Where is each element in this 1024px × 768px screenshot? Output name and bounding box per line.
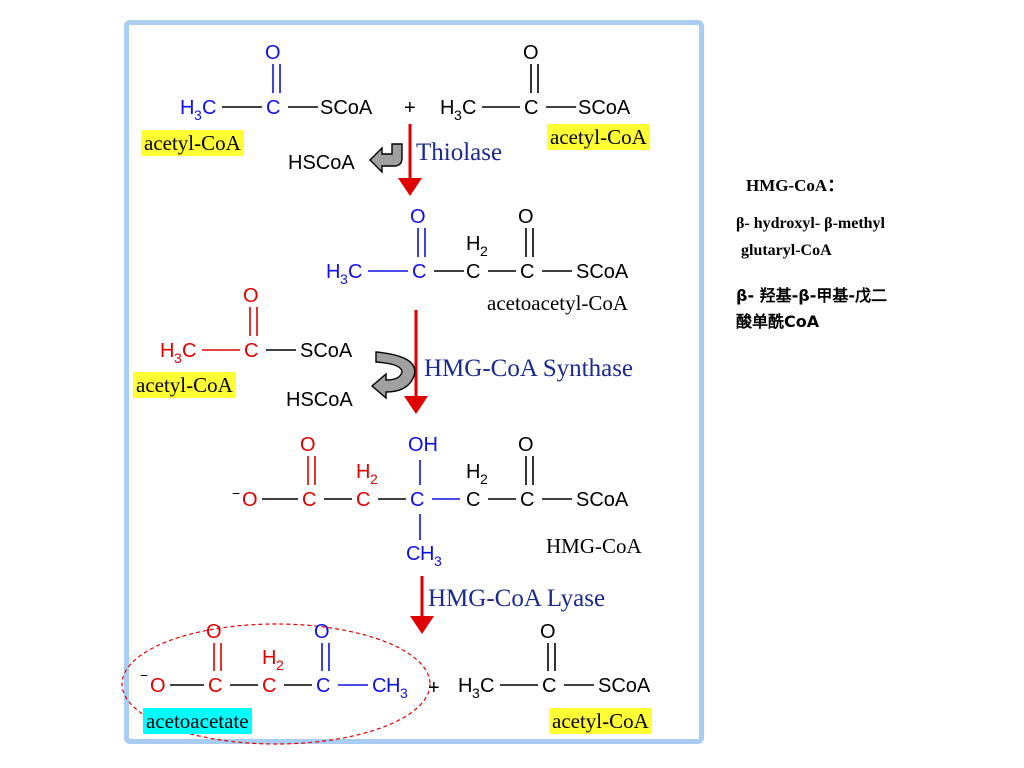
- curved-release-arrow: [369, 143, 403, 174]
- atom-h: H: [262, 647, 276, 669]
- atom-c: C: [406, 543, 420, 565]
- atom-h: H: [466, 461, 480, 483]
- atom-o: O: [242, 489, 258, 511]
- atom-o: O: [540, 621, 556, 643]
- atom-oh: OH: [408, 434, 438, 456]
- note-english-line-1: β- hydroxyl- β-methyl: [736, 215, 885, 232]
- subscript-3: 3: [340, 271, 348, 287]
- arrowhead: [398, 178, 422, 196]
- atom-h: H: [420, 543, 434, 565]
- subscript-2: 2: [480, 243, 488, 259]
- atom-c: C: [356, 489, 370, 511]
- reactant-acetyl-coa-1: H 3 C C O SCoA: [180, 42, 373, 123]
- atom-c: C: [202, 97, 216, 119]
- atom-c: C: [266, 97, 280, 119]
- note-english-line-2: glutaryl-CoA: [741, 242, 832, 259]
- atom-h: H: [458, 675, 472, 697]
- note-chinese-line-1: β- 羟基-β-甲基-戊二: [736, 286, 888, 305]
- plus-sign: +: [428, 677, 440, 699]
- atom-h: H: [440, 97, 454, 119]
- enzyme-hmg-coa-lyase: HMG-CoA Lyase: [428, 585, 606, 612]
- atom-o: O: [518, 206, 534, 228]
- atom-h: H: [466, 233, 480, 255]
- atom-o: O: [150, 675, 166, 697]
- note-chinese-line-2: 酸单酰CoA: [736, 312, 820, 331]
- acetoacetyl-coa-structure: H 3 C C O H 2 C C O SCoA: [326, 206, 629, 287]
- atom-o: O: [300, 434, 316, 456]
- acetoacetate-highlight-ellipse: [121, 623, 431, 745]
- note-title: HMG-CoA：: [746, 176, 845, 195]
- product-acetyl-coa: H 3 C C O SCoA: [458, 621, 651, 701]
- atom-c: C: [520, 261, 534, 283]
- atom-h: H: [180, 97, 194, 119]
- atom-scoa: SCoA: [578, 97, 631, 119]
- minus-charge: −: [232, 485, 240, 501]
- atom-o: O: [243, 285, 259, 307]
- atom-c: C: [244, 340, 258, 362]
- atom-o: O: [206, 621, 222, 643]
- atom-c: C: [466, 261, 480, 283]
- minus-charge: −: [140, 667, 148, 683]
- atom-o: O: [410, 206, 426, 228]
- acetoacetate-structure: − O C O H 2 C C O C H 3: [140, 621, 408, 701]
- subscript-2: 2: [276, 657, 284, 673]
- reactant-acetyl-coa-3: H 3 C C O SCoA: [160, 285, 353, 366]
- atom-scoa: SCoA: [320, 97, 373, 119]
- label-acetoacetate: acetoacetate: [143, 708, 252, 734]
- atom-scoa: SCoA: [576, 261, 629, 283]
- label-acetyl-coa: acetyl-CoA: [133, 372, 236, 398]
- subscript-3: 3: [174, 350, 182, 366]
- label-acetoacetyl-coa: acetoacetyl-CoA: [487, 291, 629, 315]
- atom-c: C: [462, 97, 476, 119]
- subscript-2: 2: [370, 471, 378, 487]
- hmg-coa-structure: − O C O H 2 C C OH C H 3 H 2 C C O SCoA: [232, 434, 629, 569]
- hscoa-label: HSCoA: [288, 152, 355, 174]
- label-hmg-coa: HMG-CoA: [546, 534, 642, 558]
- subscript-3: 3: [454, 107, 462, 123]
- curved-arrow-synthase: [370, 351, 416, 400]
- subscript-2: 2: [480, 471, 488, 487]
- arrowhead: [404, 396, 428, 414]
- label-acetyl-coa: acetyl-CoA: [547, 124, 650, 150]
- arrowhead: [410, 616, 434, 634]
- atom-h: H: [386, 675, 400, 697]
- atom-c: C: [480, 675, 494, 697]
- atom-c: C: [208, 675, 222, 697]
- atom-c: C: [520, 489, 534, 511]
- atom-scoa: SCoA: [598, 675, 651, 697]
- subscript-3: 3: [434, 553, 442, 569]
- plus-sign: +: [404, 97, 416, 119]
- subscript-3: 3: [472, 685, 480, 701]
- atom-o: O: [523, 42, 539, 64]
- atom-o: O: [314, 621, 330, 643]
- atom-c: C: [466, 489, 480, 511]
- subscript-3: 3: [400, 685, 408, 701]
- atom-c: C: [372, 675, 386, 697]
- atom-c: C: [348, 261, 362, 283]
- enzyme-thiolase: Thiolase: [416, 139, 503, 166]
- atom-c: C: [412, 261, 426, 283]
- atom-c: C: [410, 489, 424, 511]
- atom-o: O: [518, 434, 534, 456]
- atom-o: O: [265, 42, 281, 64]
- atom-c: C: [262, 675, 276, 697]
- subscript-3: 3: [194, 107, 202, 123]
- label-acetyl-coa: acetyl-CoA: [549, 708, 652, 734]
- label-acetyl-coa: acetyl-CoA: [141, 130, 244, 156]
- atom-c: C: [316, 675, 330, 697]
- hscoa-label: HSCoA: [286, 389, 353, 411]
- enzyme-hmg-coa-synthase: HMG-CoA Synthase: [424, 355, 634, 382]
- atom-c: C: [524, 97, 538, 119]
- atom-h: H: [326, 261, 340, 283]
- atom-c: C: [302, 489, 316, 511]
- atom-scoa: SCoA: [300, 340, 353, 362]
- atom-h: H: [356, 461, 370, 483]
- atom-c: C: [542, 675, 556, 697]
- atom-h: H: [160, 340, 174, 362]
- atom-c: C: [182, 340, 196, 362]
- atom-scoa: SCoA: [576, 489, 629, 511]
- reactant-acetyl-coa-2: H 3 C C O SCoA: [440, 42, 631, 123]
